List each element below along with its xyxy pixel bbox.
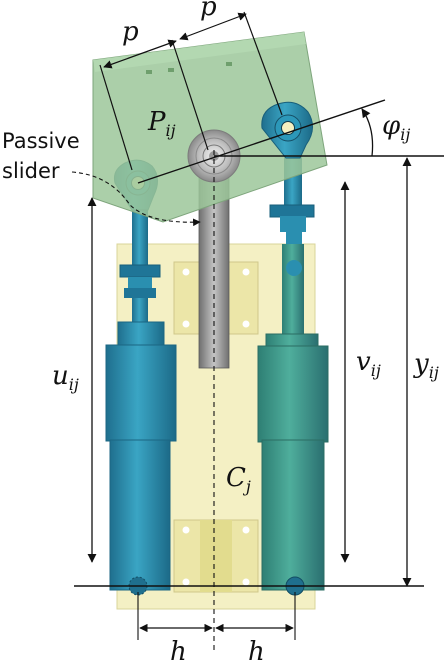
right-actuator — [257, 150, 329, 596]
passive-slider-callout — [71, 171, 201, 227]
label-u: uij — [52, 361, 79, 394]
label-phi: φij — [382, 111, 410, 144]
label-y: yij — [413, 349, 439, 382]
label-p-right: p — [200, 0, 217, 22]
label-p-left: p — [122, 17, 139, 47]
left-actuator — [105, 159, 177, 596]
dimension-h — [137, 592, 296, 640]
label-C: Cj — [226, 463, 251, 496]
label-P: Pij — [147, 107, 176, 140]
label-h-left: h — [170, 637, 187, 662]
label-slider: slider — [2, 159, 60, 183]
joint-line — [137, 99, 444, 184]
label-h-right: h — [248, 637, 265, 662]
label-passive: Passive — [2, 129, 80, 153]
label-v: vij — [356, 347, 381, 380]
dimension-p — [99, 11, 283, 171]
